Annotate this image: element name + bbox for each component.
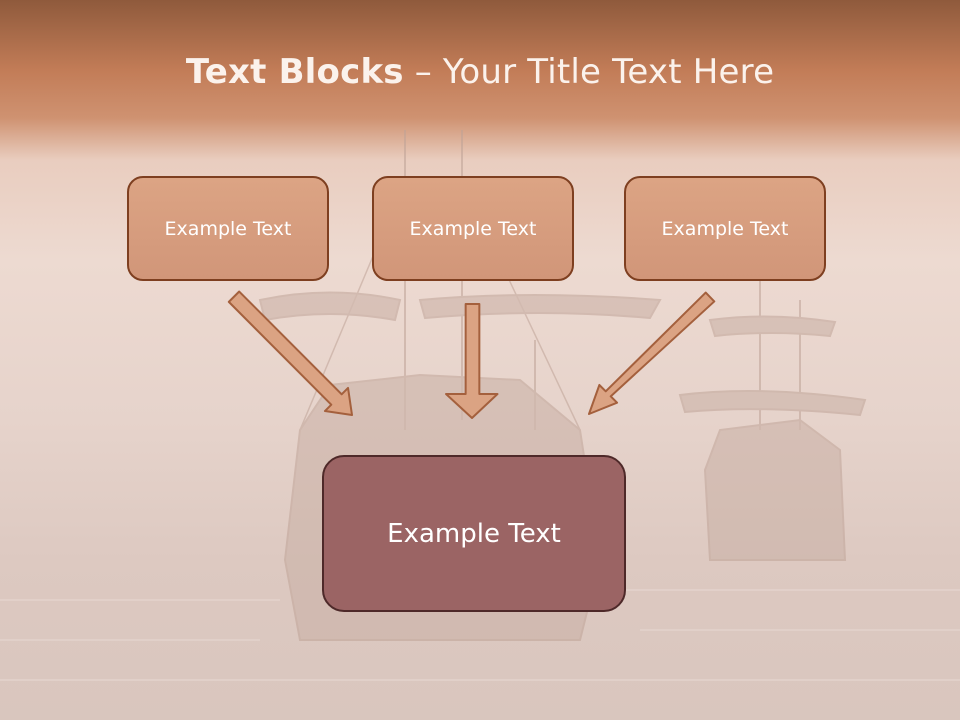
slide-title-rest: – Your Title Text Here <box>403 52 775 92</box>
text-block-1-label: Example Text <box>164 217 292 240</box>
arrow-left <box>227 290 353 416</box>
text-block-2[interactable]: Example Text <box>372 176 574 281</box>
slide-title: Text Blocks – Your Title Text Here <box>0 52 960 92</box>
arrow-center <box>445 303 499 419</box>
slide-title-bold: Text Blocks <box>185 52 404 92</box>
text-block-1[interactable]: Example Text <box>127 176 329 281</box>
text-block-3-label: Example Text <box>661 217 789 240</box>
main-text-block[interactable]: Example Text <box>322 455 626 612</box>
text-block-2-label: Example Text <box>409 217 537 240</box>
main-text-block-label: Example Text <box>387 518 561 549</box>
text-block-3[interactable]: Example Text <box>624 176 826 281</box>
arrow-right <box>588 291 716 415</box>
